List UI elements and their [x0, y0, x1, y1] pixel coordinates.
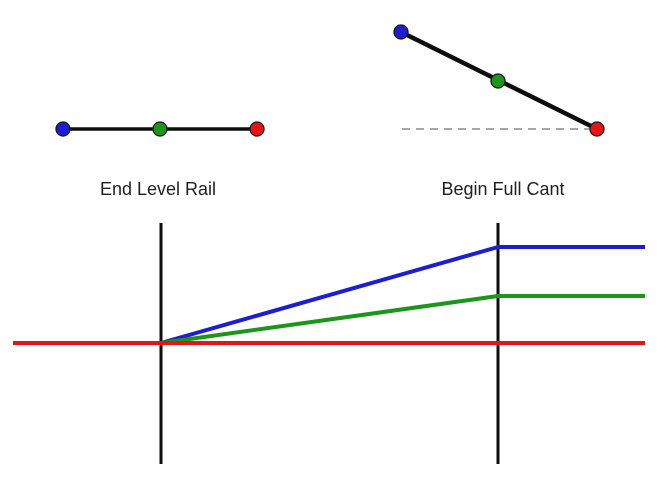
blue-rail-ramp-line: [160, 245, 645, 345]
begin-full-cant-figure: Begin Full Cant: [393, 24, 605, 199]
cant-ramp-graph: [13, 223, 645, 464]
begin-full-cant-label: Begin Full Cant: [441, 179, 564, 199]
end-level-rail-figure: End Level Rail: [55, 121, 265, 199]
green-centerline-ramp-line: [160, 294, 645, 345]
canted-rail-blue-dot: [393, 24, 409, 40]
canted-rail-red-dot: [589, 121, 605, 137]
canted-rail-green-dot: [490, 73, 506, 89]
level-rail-green-dot: [152, 121, 168, 137]
level-rail-blue-dot: [55, 121, 71, 137]
end-level-rail-label: End Level Rail: [100, 179, 216, 199]
level-rail-red-dot: [249, 121, 265, 137]
